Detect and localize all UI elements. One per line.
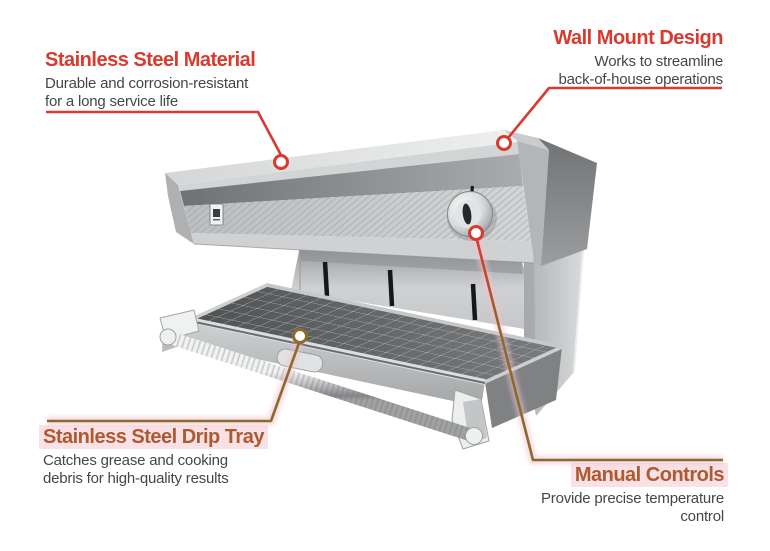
control-knob xyxy=(447,185,497,241)
callout-marker-manual-controls xyxy=(468,225,484,241)
hood-right-face xyxy=(538,138,597,266)
callout-manual-controls-desc: Provide precise temperature control xyxy=(540,490,724,525)
callout-material-desc: Durable and corrosion-resistant for a lo… xyxy=(45,75,249,110)
callout-marker-material xyxy=(273,154,289,170)
hood-front-lip xyxy=(178,142,519,191)
drip-tray-right-face xyxy=(485,347,562,428)
burner-pins xyxy=(322,261,478,321)
hood-shadow-band xyxy=(180,154,523,206)
callout-drip-tray-title: Stainless Steel Drip Tray xyxy=(39,425,268,449)
callout-material: Stainless Steel Material Durable and cor… xyxy=(45,49,256,111)
callout-material-title: Stainless Steel Material xyxy=(45,49,256,71)
callout-marker-wall-mount xyxy=(496,135,512,151)
callout-wall-mount-title: Wall Mount Design xyxy=(553,27,723,49)
callout-wall-mount: Wall Mount Design Works to streamline ba… xyxy=(553,27,723,89)
callout-line-drip-tray xyxy=(47,342,301,423)
callout-line-manual-controls xyxy=(475,239,723,462)
callout-wall-mount-desc: Works to streamline back-of-house operat… xyxy=(558,53,724,88)
hood-bottom-lip xyxy=(191,233,534,263)
callout-manual-controls: Manual Controls Provide precise temperat… xyxy=(540,463,728,526)
callout-line-material xyxy=(46,110,283,156)
callout-drip-tray-desc: Catches grease and cooking debris for hi… xyxy=(43,452,229,487)
grill-rack-assembly xyxy=(159,283,564,450)
hood-corner-top xyxy=(504,130,549,150)
hood-left-endcap xyxy=(165,173,194,244)
brand-badge xyxy=(209,203,224,226)
callout-drip-tray: Stainless Steel Drip Tray Catches grease… xyxy=(39,425,268,488)
broiler-hood xyxy=(165,130,597,266)
callout-line-wall-mount xyxy=(506,86,722,139)
drip-tray-front xyxy=(186,320,485,407)
callout-manual-controls-title: Manual Controls xyxy=(541,463,728,487)
drip-tray-handle xyxy=(159,309,483,445)
callout-marker-drip-tray xyxy=(292,328,308,344)
hood-top-face xyxy=(165,130,517,185)
hood-front-chamfer xyxy=(517,141,549,266)
